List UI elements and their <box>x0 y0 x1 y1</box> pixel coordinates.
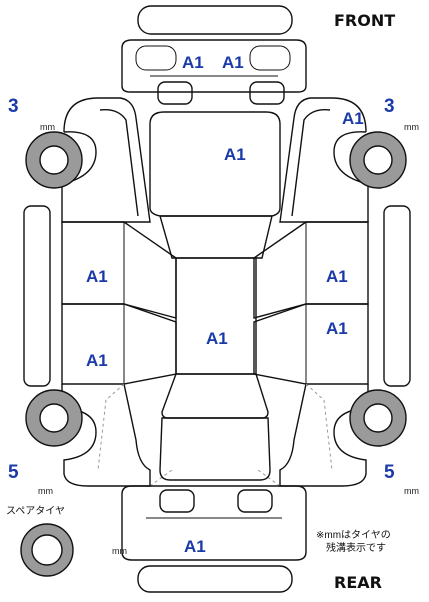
rear-right-tire-depth: 5 <box>384 462 395 483</box>
front-right-tire <box>349 131 407 189</box>
front-right-tire-unit: mm <box>404 122 419 132</box>
right-front-door-grade: A1 <box>326 267 348 286</box>
rear-right-tire-unit: mm <box>404 486 419 496</box>
roof <box>175 257 257 375</box>
left-rear-fender <box>61 383 151 487</box>
trunk-grade: A1 <box>184 537 206 556</box>
trunk <box>159 417 271 481</box>
rear-glass <box>161 373 269 419</box>
spare-tire-unit: mm <box>112 546 127 556</box>
left-front-fender <box>61 97 151 223</box>
rear-panel <box>121 485 307 561</box>
left-rear-door-grade: A1 <box>86 351 108 370</box>
front-bumper <box>137 5 293 35</box>
front-bumper-left-box <box>135 45 177 71</box>
left-mirror <box>99 109 139 217</box>
left-front-door-grade: A1 <box>86 267 108 286</box>
right-rear-dash <box>257 469 281 487</box>
rear-right-tire <box>349 389 407 447</box>
rear-left-tire-unit: mm <box>38 486 53 496</box>
front-grille <box>121 39 307 93</box>
right-front-fender <box>279 97 369 223</box>
right-mirror <box>291 109 331 217</box>
rear-left-tire-depth: 5 <box>8 462 19 483</box>
rear-left-tire <box>25 389 83 447</box>
headlight-right <box>249 81 285 105</box>
left-dash-guide <box>97 383 125 471</box>
right-rear-door <box>253 303 369 385</box>
front-left-tire <box>25 131 83 189</box>
front-left-tire-depth: 3 <box>8 96 19 117</box>
right-side-sill <box>383 205 411 387</box>
tail-light-left <box>159 489 195 513</box>
windshield <box>159 215 273 259</box>
right-rear-fender <box>279 383 369 487</box>
hood <box>149 111 281 217</box>
note-line-1: ※mmはタイヤの <box>316 529 391 541</box>
roof-grade: A1 <box>206 329 228 348</box>
front-right-tire-depth: 3 <box>384 96 395 117</box>
tail-light-right <box>237 489 273 513</box>
left-side-sill <box>23 205 51 387</box>
hood-right-grade: A1 <box>342 109 364 128</box>
headlight-left <box>157 81 193 105</box>
left-rear-door <box>61 303 177 385</box>
front-bumper-right-grade: A1 <box>222 53 244 72</box>
front-label: FRONT <box>334 11 395 30</box>
rear-label: REAR <box>334 573 382 592</box>
spare-tire-label: スペアタイヤ <box>6 505 65 517</box>
front-left-tire-unit: mm <box>40 122 55 132</box>
right-dash-guide <box>305 383 333 471</box>
left-rear-dash <box>149 469 173 487</box>
right-rear-door-grade: A1 <box>326 319 348 338</box>
front-bumper-right-box <box>249 45 291 71</box>
spare-tire <box>20 523 74 577</box>
hood-grade: A1 <box>224 145 246 164</box>
note-line-2: 残溝表示です <box>326 541 386 554</box>
rear-bumper <box>137 565 293 593</box>
front-bumper-left-grade: A1 <box>182 53 204 72</box>
